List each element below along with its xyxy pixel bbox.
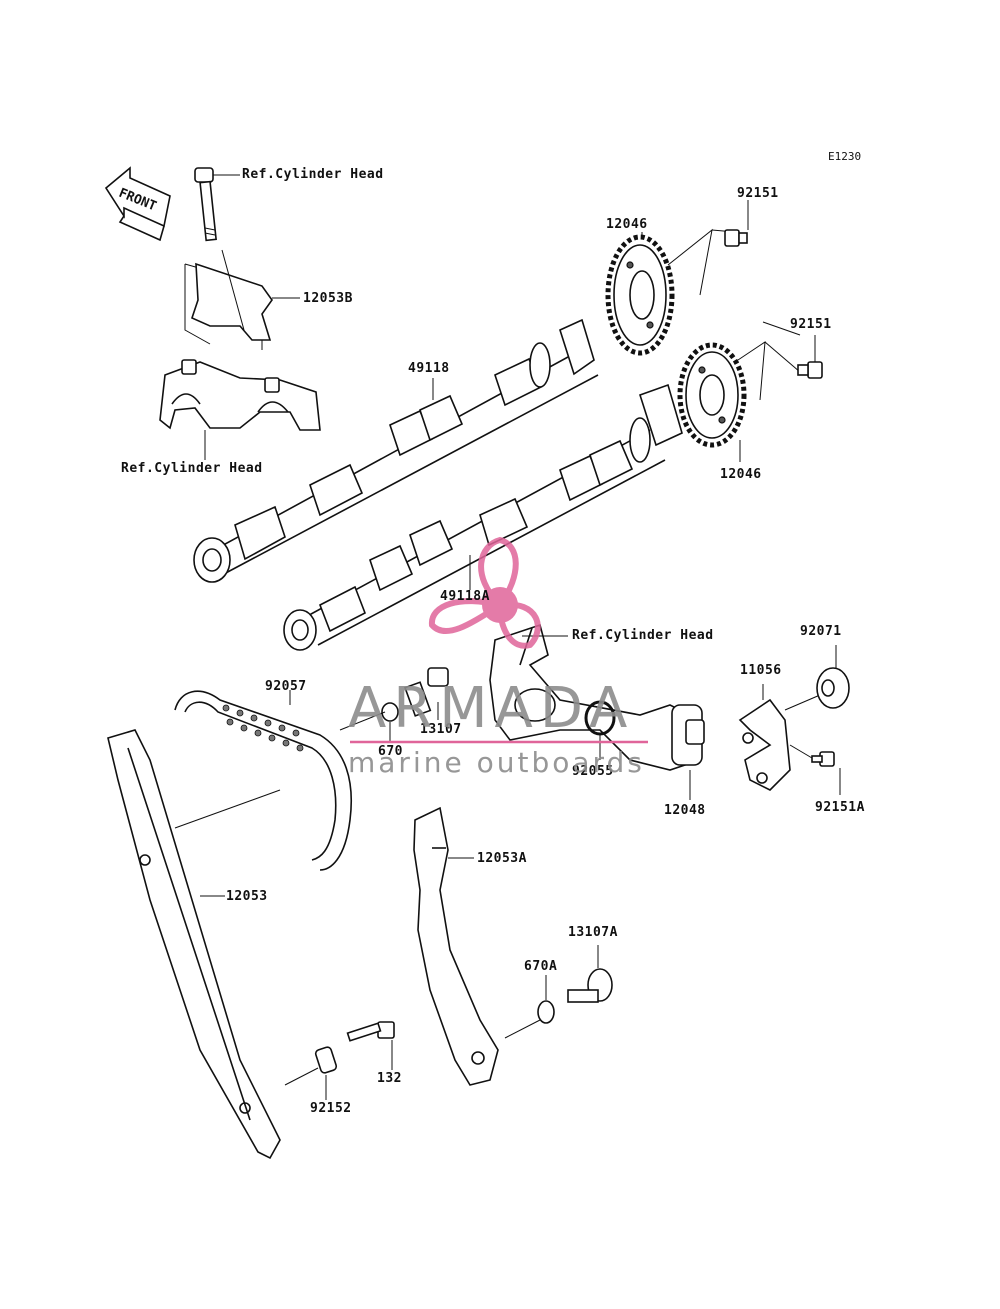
label-12053B: 12053B [303,291,353,306]
gasket-92071 [816,645,850,709]
cam-cap-bolt [194,167,240,242]
o-ring-670A [537,1000,555,1024]
diagram-code: E1230 [828,150,862,163]
armada-logo-icon [428,536,541,649]
label-92071: 92071 [800,624,842,639]
bolt-13107A [567,945,613,1003]
label-92151A: 92151A [815,800,865,815]
o-ring-92055 [584,700,616,736]
chain-guide-12053A [413,806,499,1086]
cam-cap-plate-12053B [184,249,300,350]
label-92151-mid: 92151 [790,317,832,332]
label-12048: 12048 [664,803,706,818]
label-670: 670 [378,744,403,759]
label-92057: 92057 [265,679,307,694]
camshaft-49118 [193,318,599,583]
o-ring-670 [381,702,399,722]
label-132: 132 [377,1071,402,1086]
cam-chain-92057 [174,690,353,871]
cam-sprocket-12046-upper [605,228,736,356]
bolt-92151-lower [797,335,823,379]
cap-11056 [738,684,821,791]
bolt-132 [346,1021,395,1070]
label-92055: 92055 [572,764,614,779]
bolt-92151-top [724,200,749,247]
label-11056: 11056 [740,663,782,678]
watermark-brand: ARMADA [348,676,635,741]
bolt-92151A [789,744,841,795]
label-670A: 670A [524,959,558,974]
label-ref-cylinder-head-mid: Ref.Cylinder Head [572,628,714,643]
label-12053A: 12053A [477,851,527,866]
label-ref-cylinder-head-left: Ref.Cylinder Head [121,461,263,476]
front-arrow-icon: FRONT [104,166,171,242]
label-92151-top: 92151 [737,186,779,201]
label-13107A: 13107A [568,925,618,940]
bolt-13107 [403,667,449,720]
cam-sprocket-12046-lower [677,341,801,462]
camshaft-49118A [283,383,683,651]
label-12053: 12053 [226,889,268,904]
cam-chain-tensioner-12048 [489,623,705,800]
label-49118A: 49118A [440,589,490,604]
label-13107: 13107 [420,722,462,737]
chain-guide-12053 [107,729,281,1160]
label-12046-top: 12046 [606,217,648,232]
cam-cap-holder [159,359,321,460]
label-92152: 92152 [310,1101,352,1116]
label-49118: 49118 [408,361,450,376]
label-ref-cylinder-head-top: Ref.Cylinder Head [242,167,384,182]
spacer-92152 [284,1046,338,1100]
label-12046-mid: 12046 [720,467,762,482]
watermark-tagline: marine outboards [348,746,645,779]
